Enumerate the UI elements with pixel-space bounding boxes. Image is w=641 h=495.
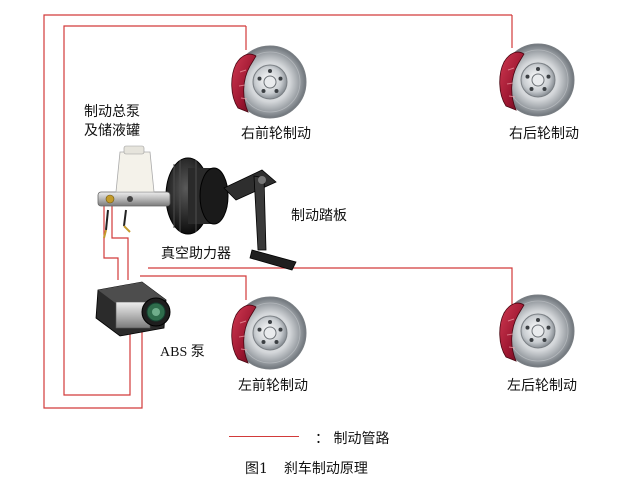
left-rear-label: 左后轮制动 — [507, 378, 577, 394]
master-cylinder-label-line2: 及储液罐 — [84, 123, 140, 139]
figure-title: 刹车制动原理 — [283, 461, 368, 477]
left-front-label: 左前轮制动 — [238, 378, 308, 394]
brake-pedal — [223, 169, 297, 271]
master-cylinder-label: 制动总泵 及储液罐 — [84, 103, 140, 141]
vacuum-booster — [165, 157, 229, 235]
abs-pump — [95, 281, 171, 337]
right-rear-brake — [499, 43, 575, 117]
right-front-label: 右前轮制动 — [241, 126, 311, 142]
left-front-brake — [231, 296, 307, 370]
legend-line-sample — [229, 436, 299, 437]
figure-number: 图1 — [245, 461, 268, 477]
brake-lines — [43, 14, 513, 409]
abs-pump-label: ABS 泵 — [160, 345, 205, 360]
right-rear-label: 右后轮制动 — [509, 126, 579, 142]
right-front-brake — [231, 45, 307, 119]
figure-caption: 图1 刹车制动原理 — [245, 458, 368, 478]
legend-text: ： 制动管路 — [315, 431, 390, 447]
left-rear-brake — [499, 294, 575, 368]
master-cylinder — [97, 145, 171, 239]
vacuum-booster-label: 真空助力器 — [161, 246, 231, 262]
master-cylinder-label-line1: 制动总泵 — [84, 104, 140, 120]
brake-pedal-label: 制动踏板 — [291, 208, 347, 224]
